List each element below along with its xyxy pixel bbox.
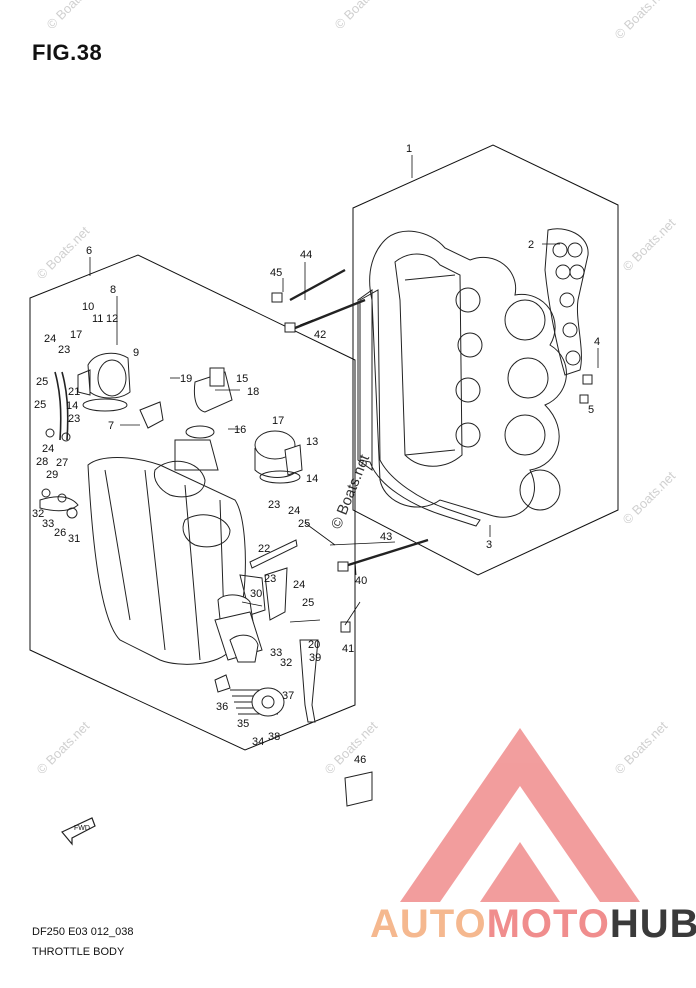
callout-23a: 23 (58, 344, 70, 356)
callout-9: 9 (133, 347, 139, 359)
figure-title: FIG.38 (32, 40, 103, 65)
brand-part-2: MOTO (486, 902, 610, 946)
callout-21: 21 (68, 386, 80, 398)
callout-35: 35 (237, 718, 249, 730)
callout-43: 43 (380, 531, 392, 543)
spring-35 (214, 674, 285, 717)
callout-27: 27 (56, 457, 68, 469)
callout-44: 44 (300, 249, 312, 261)
callout-23d: 23 (264, 573, 276, 585)
callout-7: 7 (108, 420, 114, 432)
callout-17a: 17 (70, 329, 82, 341)
callout-18: 18 (247, 386, 259, 398)
callout-22: 22 (258, 543, 270, 555)
callout-32b: 32 (280, 657, 292, 669)
watermark-text: © Boats.net (328, 451, 374, 531)
callout-23c: 23 (268, 499, 280, 511)
brand-logo-triangle (400, 728, 640, 902)
callout-10: 10 (82, 301, 94, 313)
callout-25d: 25 (302, 597, 314, 609)
callout-15: 15 (236, 373, 248, 385)
callout-28: 28 (36, 456, 48, 468)
cover-46 (344, 771, 373, 807)
callout-3: 3 (486, 539, 492, 551)
document-title: THROTTLE BODY (32, 946, 125, 958)
callout-24c: 24 (288, 505, 300, 517)
sensor-15 (193, 367, 233, 413)
callout-17b: 17 (272, 415, 284, 427)
callout-29: 29 (46, 469, 58, 481)
callout-24a: 24 (44, 333, 56, 345)
callout-32a: 32 (32, 508, 44, 520)
watermark-text: © Boats.net (34, 223, 93, 282)
brand-part-3: HUB (609, 902, 696, 946)
callout-14a: 14 (66, 400, 78, 412)
callout-33b: 33 (270, 647, 282, 659)
watermark-text: © Boats.net (34, 718, 93, 777)
callout-26: 26 (54, 527, 66, 539)
idle-air-valve (77, 352, 131, 412)
callout-6: 6 (86, 245, 92, 257)
callout-39: 39 (309, 652, 321, 664)
callout-2: 2 (528, 239, 534, 251)
callout-19: 19 (180, 373, 192, 385)
callout-31: 31 (68, 533, 80, 545)
throttle-valve-13 (185, 425, 303, 484)
leader-lines (89, 155, 599, 626)
callout-24b: 24 (42, 443, 54, 455)
brand-wordmark: AUTOMOTOHUB (370, 902, 696, 947)
callout-11: 11 (92, 313, 103, 325)
callout-23b: 23 (68, 413, 80, 425)
callout-24d: 24 (293, 579, 305, 591)
callout-5: 5 (588, 404, 594, 416)
callout-42: 42 (314, 329, 326, 341)
callout-36: 36 (216, 701, 228, 713)
callout-46: 46 (354, 754, 366, 766)
watermark-text: © Boats.net (620, 215, 679, 274)
callout-1: 1 (406, 143, 412, 155)
callout-20: 20 (308, 639, 320, 651)
callout-25c: 25 (298, 518, 310, 530)
intake-manifold (357, 230, 567, 518)
callout-25a: 25 (36, 376, 48, 388)
manifold-assembly-frame (352, 144, 619, 576)
actuator-30 (214, 594, 263, 663)
fwd-arrow: FWD (61, 817, 96, 846)
watermark-text: © Boats.net (612, 718, 671, 777)
callout-25b: 25 (34, 399, 46, 411)
callout-13: 13 (306, 436, 318, 448)
watermark-text: © Boats.net (44, 0, 103, 32)
throttle-assembly-frame (29, 254, 356, 751)
gasket-2 (544, 228, 589, 376)
callout-40: 40 (355, 575, 367, 587)
hoses (39, 371, 79, 519)
sensor-7 (139, 401, 164, 429)
brand-part-1: AUTO (370, 902, 487, 946)
watermark-text: © Boats.net (620, 468, 679, 527)
callout-8: 8 (110, 284, 116, 296)
callout-33a: 33 (42, 518, 54, 530)
fwd-label: FWD (74, 825, 90, 832)
callout-38: 38 (268, 731, 280, 743)
bolts (271, 268, 593, 633)
callout-37: 37 (282, 690, 294, 702)
watermark-text: © Boats.net (612, 0, 671, 42)
watermark-text: © Boats.net (332, 0, 391, 32)
document-code: DF250 E03 012_038 (32, 926, 134, 938)
callout-34: 34 (252, 736, 264, 748)
gasket-3 (359, 289, 481, 527)
callout-12: 12 (106, 313, 118, 325)
callout-4: 4 (594, 336, 600, 348)
callout-45: 45 (270, 267, 282, 279)
callout-14b: 14 (306, 473, 318, 485)
callout-41: 41 (342, 643, 354, 655)
watermark-text: © Boats.net (322, 718, 381, 777)
callouts: 1 2 3 4 5 6 7 8 9 10 11 12 13 14 14 15 1… (32, 143, 600, 766)
callout-30: 30 (250, 588, 262, 600)
callout-16: 16 (234, 424, 246, 436)
